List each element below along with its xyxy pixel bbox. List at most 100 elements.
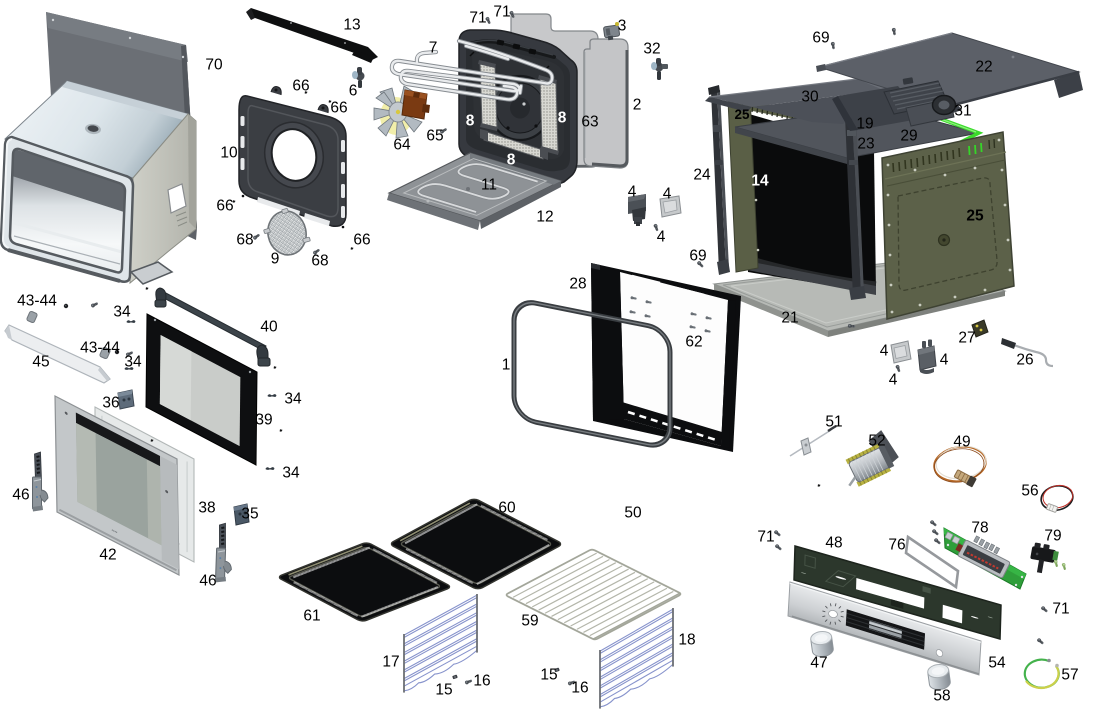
part-label-14: 14	[751, 173, 769, 190]
part-label-13: 13	[343, 17, 360, 34]
part-label-43-44: 43-44	[17, 293, 57, 310]
part-label-16: 16	[571, 680, 588, 697]
part-label-59: 59	[521, 613, 538, 630]
part-label-21: 21	[781, 310, 798, 327]
part-42-outer-door: ▪▪▪▪	[55, 396, 179, 575]
part-label-76: 76	[888, 537, 905, 554]
part-4-lamp-parts-right	[890, 339, 937, 374]
part-40-handle-trim	[154, 287, 271, 367]
part-32-sensor	[651, 58, 668, 80]
part-label-9: 9	[271, 251, 280, 268]
part-35-hinge-block	[233, 503, 250, 526]
part-51-probe-rod	[789, 424, 837, 457]
part-label-24: 24	[693, 167, 711, 184]
part-label-34: 34	[282, 465, 300, 482]
part-39-inner-door-glass	[146, 314, 257, 465]
part-label-49: 49	[953, 434, 970, 451]
part-label-71: 71	[1052, 601, 1069, 618]
part-label-27: 27	[958, 330, 975, 347]
part-label-25: 25	[966, 208, 984, 225]
part-label-32: 32	[643, 41, 660, 58]
part-label-45: 45	[32, 354, 49, 371]
part-label-70: 70	[205, 57, 223, 74]
part-label-62: 62	[685, 334, 702, 351]
part-label-22: 22	[975, 59, 992, 76]
part-label-51: 51	[825, 414, 842, 431]
part-label-34: 34	[284, 391, 302, 408]
part-label-15: 15	[540, 667, 557, 684]
part-18-side-rack	[600, 608, 673, 709]
part-label-71: 71	[757, 529, 774, 546]
part-label-46: 46	[12, 487, 29, 504]
part-31-cooling-fan	[883, 77, 957, 127]
part-56-wire-loop	[1040, 484, 1074, 513]
part-48-control-bracket	[794, 546, 1001, 639]
part-13-top-trim	[246, 8, 378, 63]
part-6-thermostat-sensor	[352, 67, 365, 88]
part-label-4: 4	[657, 229, 666, 246]
part-label-63: 63	[581, 114, 598, 131]
part-label-4: 4	[880, 343, 889, 360]
part-label-46: 46	[199, 573, 216, 590]
part-label-71: 71	[469, 10, 486, 27]
part-label-68: 68	[311, 253, 328, 270]
part-label-58: 58	[933, 688, 950, 705]
part-label-69: 69	[812, 30, 829, 47]
part-28-inner-door-panel	[591, 263, 741, 452]
part-label-43-44: 43-44	[80, 340, 120, 357]
part-47-knob	[810, 630, 834, 658]
part-label-39: 39	[255, 412, 272, 429]
part-label-18: 18	[678, 632, 695, 649]
part-label-35: 35	[241, 506, 258, 523]
part-label-4: 4	[940, 352, 949, 369]
part-label-10: 10	[220, 145, 238, 162]
part-label-8: 8	[507, 152, 516, 169]
part-54-fascia	[788, 582, 981, 675]
part-79-switch	[1030, 542, 1059, 574]
part-label-34: 34	[113, 304, 131, 321]
part-76-display-gasket	[904, 534, 960, 590]
part-label-8: 8	[466, 113, 475, 130]
part-label-26: 26	[1016, 352, 1033, 369]
part-label-66: 66	[353, 232, 370, 249]
part-label-29: 29	[900, 128, 917, 145]
part-25-side-panel	[881, 131, 1015, 320]
part-label-66: 66	[216, 198, 233, 215]
part-label-69: 69	[689, 248, 706, 265]
part-label-66: 66	[292, 78, 309, 95]
part-24-side-bracket	[708, 85, 730, 275]
part-label-71: 71	[493, 4, 510, 21]
part-label-57: 57	[1061, 667, 1078, 684]
part-label-6: 6	[349, 83, 358, 100]
part-49-wire-harness	[933, 445, 987, 488]
part-label-68: 68	[236, 232, 253, 249]
part-52-motor	[845, 430, 899, 487]
part-20-outer-wrap	[0, 80, 197, 285]
part-label-36: 36	[102, 395, 119, 412]
part-label-23: 23	[857, 136, 874, 153]
part-label-2: 2	[633, 97, 642, 114]
part-label-56: 56	[1021, 483, 1038, 500]
part-label-61: 61	[303, 608, 320, 625]
part-label-47: 47	[810, 655, 827, 672]
part-46-hinges	[32, 451, 232, 583]
part-label-4: 4	[663, 186, 672, 203]
part-26-probe-wire	[1001, 338, 1054, 368]
part-label-34: 34	[124, 354, 142, 371]
part-58-knob	[927, 663, 951, 691]
part-2-back-panel	[583, 38, 629, 169]
part-label-79: 79	[1044, 528, 1061, 545]
part-8-insulation-strips	[478, 60, 559, 160]
part-label-52: 52	[868, 433, 885, 450]
part-label-50: 50	[624, 505, 642, 522]
part-label-7: 7	[429, 40, 438, 57]
part-label-54: 54	[988, 655, 1006, 672]
part-label-11: 11	[481, 177, 497, 194]
part-label-12: 12	[536, 209, 553, 226]
fastener-washer	[63, 303, 69, 309]
part-9-mesh-cover	[263, 208, 311, 256]
part-label-38: 38	[198, 500, 215, 517]
part-78-display-pcb	[943, 527, 1027, 590]
part-45-door-handle	[4, 310, 111, 384]
